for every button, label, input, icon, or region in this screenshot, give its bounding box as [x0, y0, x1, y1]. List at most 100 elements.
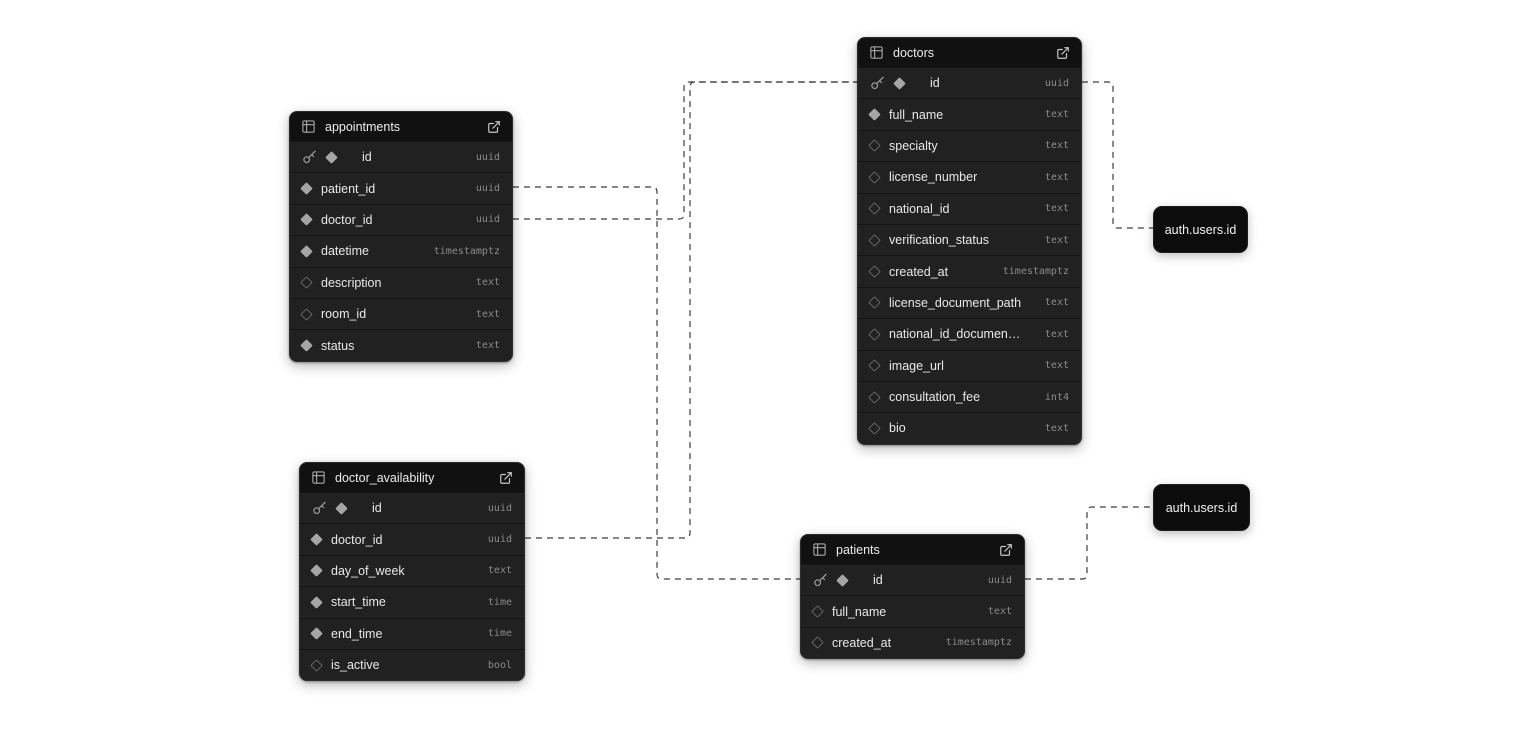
column-type: text: [1044, 328, 1069, 340]
column-name: created_at: [889, 264, 949, 279]
column-type: uuid: [475, 183, 500, 195]
column-name: national_id: [889, 201, 950, 216]
column-name: start_time: [331, 595, 386, 610]
column-name: full_name: [889, 107, 944, 122]
diamond-filled-icon: [300, 244, 313, 258]
relationship-edge-doctor_availability.doctor_id-to-doctors.id: [525, 81, 857, 539]
diamond-hollow-icon: [300, 276, 313, 290]
column-row: full_name text: [858, 98, 1081, 130]
column-row: bio text: [858, 412, 1081, 444]
key-icon: [870, 76, 885, 91]
table-header[interactable]: doctors: [858, 38, 1081, 67]
column-type: bool: [487, 659, 512, 671]
diamond-hollow-icon: [868, 170, 881, 184]
table-header[interactable]: appointments: [290, 112, 512, 141]
column-row: created_at timestamptz: [801, 626, 1024, 659]
column-type: uuid: [987, 574, 1012, 586]
column-row: patient_id uuid: [290, 172, 512, 204]
diamond-filled-icon: [325, 150, 338, 164]
column-name: verification_status: [889, 233, 990, 248]
table-icon: [812, 542, 827, 557]
column-name: specialty: [889, 138, 938, 153]
column-name: license_document_path: [889, 295, 1022, 310]
external-node-label: auth.users.id: [1164, 222, 1237, 237]
diamond-hollow-icon: [868, 327, 881, 341]
key-icon: [813, 573, 828, 588]
column-type: uuid: [487, 502, 512, 514]
column-name: license_number: [889, 170, 978, 185]
diamond-filled-icon: [868, 108, 881, 121]
diamond-filled-icon: [836, 573, 849, 587]
column-type: text: [1044, 422, 1069, 434]
column-type: time: [487, 628, 512, 640]
table-title: patients: [836, 542, 880, 557]
column-row: national_id_documen… text: [858, 318, 1081, 350]
table-header[interactable]: doctor_availability: [300, 463, 524, 492]
diamond-hollow-icon: [868, 233, 881, 247]
relationship-edge-appointments.patient_id-to-patients.id: [513, 186, 800, 580]
diamond-hollow-icon: [868, 139, 881, 153]
diamond-filled-icon: [310, 595, 323, 609]
column-row: verification_status text: [858, 223, 1081, 256]
external-link-icon[interactable]: [487, 120, 501, 134]
column-type: text: [1044, 203, 1069, 215]
column-type: int4: [1044, 391, 1069, 403]
table-title: appointments: [325, 119, 401, 134]
column-row: consultation_fee int4: [858, 380, 1081, 413]
external-node-label: auth.users.id: [1165, 500, 1238, 515]
column-type: uuid: [475, 151, 500, 163]
column-name: id: [930, 76, 940, 91]
column-name: patient_id: [321, 181, 376, 196]
external-link-icon[interactable]: [1056, 46, 1070, 60]
external-link-icon[interactable]: [999, 543, 1013, 557]
key-icon: [312, 501, 327, 516]
external-node-auth-users-id[interactable]: auth.users.id: [1153, 206, 1248, 253]
column-name: bio: [889, 421, 906, 436]
diamond-hollow-icon: [868, 359, 881, 373]
column-type: text: [1044, 109, 1069, 121]
column-name: end_time: [331, 626, 383, 641]
external-link-icon[interactable]: [499, 471, 513, 485]
relationship-edge-patients.id-to-auth.users.id: [1025, 506, 1153, 580]
diamond-filled-icon: [310, 627, 323, 641]
table-header[interactable]: patients: [801, 535, 1024, 564]
table-title: doctors: [893, 45, 934, 60]
column-type: text: [475, 340, 500, 352]
column-name: description: [321, 275, 382, 290]
column-type: text: [987, 606, 1012, 618]
diamond-hollow-icon: [300, 307, 313, 321]
column-name: image_url: [889, 358, 944, 373]
column-type: text: [1044, 234, 1069, 246]
column-type: uuid: [487, 534, 512, 546]
column-name: created_at: [832, 635, 892, 650]
column-row: specialty text: [858, 129, 1081, 162]
diamond-filled-icon: [300, 339, 313, 352]
external-node-auth-users-id[interactable]: auth.users.id: [1153, 484, 1250, 531]
column-name: is_active: [331, 658, 380, 673]
column-name: consultation_fee: [889, 390, 981, 405]
column-type: text: [1044, 140, 1069, 152]
diamond-filled-icon: [893, 76, 906, 90]
column-name: full_name: [832, 604, 887, 619]
diamond-filled-icon: [310, 564, 323, 578]
column-name: national_id_documen…: [889, 327, 1021, 342]
column-type: timestamptz: [945, 637, 1012, 649]
diamond-hollow-icon: [868, 390, 881, 404]
column-row: full_name text: [801, 595, 1024, 627]
diamond-hollow-icon: [811, 636, 824, 650]
